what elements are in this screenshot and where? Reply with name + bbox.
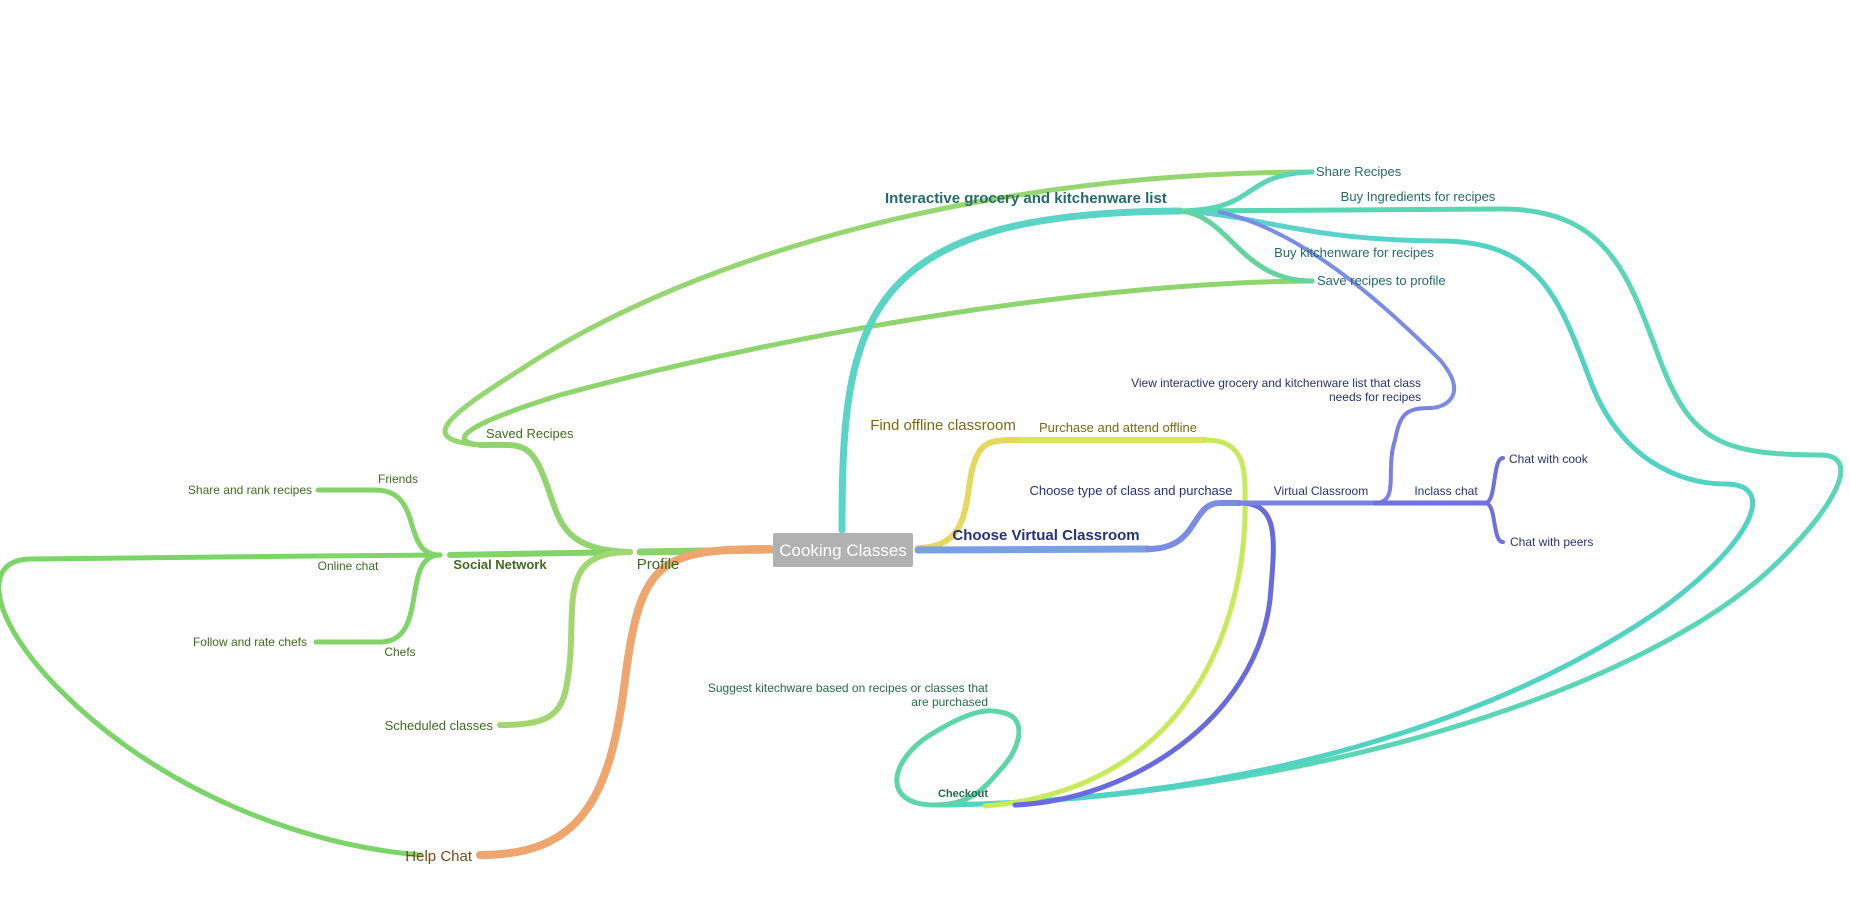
branch-connectors [0,169,1844,859]
branch-interactive-to-kitchenware [1177,208,1443,244]
node-save-recipes-to-profile[interactable]: Save recipes to profile [1317,273,1446,288]
branch-interactive-list [838,207,1184,534]
branch-save-recipes-to-profile [462,278,1315,448]
node-view-interactive-list-line1[interactable]: View interactive grocery and kitchenware… [1131,376,1421,390]
branch-chat-with-cook [1483,456,1505,505]
branch-chat-with-peers [1483,501,1505,544]
central-topic-label: Cooking Classes [779,541,907,560]
branch-interactive-to-view-list [1218,210,1456,410]
node-share-and-rank-recipes[interactable]: Share and rank recipes [188,483,312,497]
node-suggest-kitchenware-line1[interactable]: Suggest kitechware based on recipes or c… [708,681,989,695]
node-virtual-classroom[interactable]: Virtual Classroom [1274,484,1368,498]
branch-virtual-to-checkout [1012,500,1276,808]
branch-interactive-to-ingredients [1177,206,1505,214]
branch-online-chat [312,552,443,559]
node-purchase-and-attend-offline[interactable]: Purchase and attend offline [1039,420,1197,435]
node-chat-with-peers[interactable]: Chat with peers [1510,535,1593,549]
node-chat-with-cook[interactable]: Chat with cook [1509,452,1589,466]
node-choose-type-of-class[interactable]: Choose type of class and purchase [1029,483,1232,498]
branch-offline-to-checkout [982,437,1248,809]
node-checkout[interactable]: Checkout [938,788,988,800]
branch-offline-classroom [915,437,1023,551]
node-labels: Profile Saved Recipes Social Network Fri… [188,164,1593,865]
node-social-network[interactable]: Social Network [453,557,547,572]
branch-friends [315,487,443,558]
node-follow-and-rate-chefs[interactable]: Follow and rate chefs [193,635,307,649]
branch-checkout-loop [894,708,1022,808]
branch-interactive-to-share [1177,169,1315,214]
branch-virtual-classroom [914,545,1152,554]
branch-share-recipes [442,169,1315,448]
node-friends[interactable]: Friends [378,472,418,486]
node-saved-recipes[interactable]: Saved Recipes [486,426,574,441]
node-help-chat[interactable]: Help Chat [405,848,473,865]
node-buy-kitchenware[interactable]: Buy kitchenware for recipes [1274,245,1434,260]
node-scheduled-classes[interactable]: Scheduled classes [385,718,494,733]
node-find-offline-classroom[interactable]: Find offline classroom [870,417,1016,434]
node-suggest-kitchenware-line2[interactable]: are purchased [911,695,988,709]
branch-scheduled-classes [497,549,633,728]
branch-help-chat [476,545,774,859]
branch-social-network [447,549,633,558]
node-interactive-list[interactable]: Interactive grocery and kitchenware list [885,190,1167,207]
node-online-chat[interactable]: Online chat [318,559,379,573]
node-buy-ingredients[interactable]: Buy Ingredients for recipes [1341,189,1496,204]
branch-saved-recipes [477,441,633,555]
node-profile[interactable]: Profile [637,556,680,573]
node-view-interactive-list-line2[interactable]: needs for recipes [1329,390,1421,404]
node-choose-virtual-classroom[interactable]: Choose Virtual Classroom [952,527,1139,544]
central-topic-box [773,533,913,567]
branch-chefs [313,552,443,645]
central-topic[interactable]: Cooking Classes [773,533,913,567]
branch-interactive-to-save [1177,208,1315,284]
branch-online-chat-loop [0,553,423,858]
branch-choose-type [1145,500,1243,552]
node-share-recipes[interactable]: Share Recipes [1316,164,1402,179]
branch-kitchenware-to-checkout [937,238,1755,808]
node-chefs[interactable]: Chefs [384,645,415,659]
branch-ingredients-to-checkout [937,206,1844,808]
node-inclass-chat[interactable]: Inclass chat [1414,484,1478,498]
branch-view-list [1373,406,1432,505]
